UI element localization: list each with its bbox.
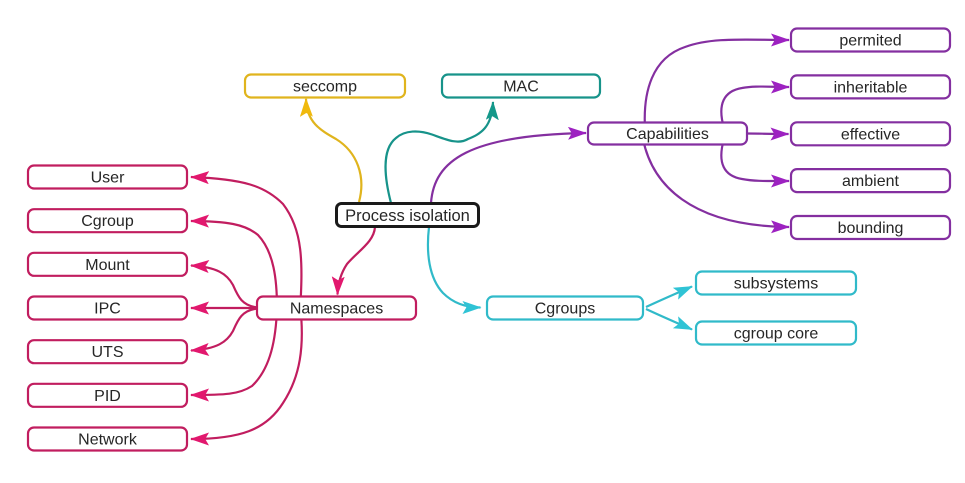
svg-text:Capabilities: Capabilities bbox=[626, 126, 709, 143]
svg-text:cgroup core: cgroup core bbox=[734, 326, 819, 343]
svg-text:Network: Network bbox=[78, 432, 138, 449]
svg-text:Cgroup: Cgroup bbox=[81, 213, 134, 230]
svg-text:ambient: ambient bbox=[842, 173, 899, 190]
svg-text:effective: effective bbox=[841, 126, 900, 143]
svg-text:IPC: IPC bbox=[94, 301, 121, 318]
svg-text:inheritable: inheritable bbox=[834, 79, 908, 96]
svg-text:User: User bbox=[91, 170, 125, 187]
svg-text:bounding: bounding bbox=[838, 220, 904, 237]
svg-text:Cgroups: Cgroups bbox=[535, 301, 595, 318]
svg-text:Mount: Mount bbox=[85, 257, 130, 274]
svg-text:permited: permited bbox=[839, 33, 901, 50]
svg-text:Process isolation: Process isolation bbox=[345, 207, 470, 225]
svg-text:Namespaces: Namespaces bbox=[290, 301, 383, 318]
svg-text:subsystems: subsystems bbox=[734, 276, 818, 293]
svg-text:PID: PID bbox=[94, 388, 121, 405]
svg-text:UTS: UTS bbox=[92, 344, 124, 361]
svg-text:MAC: MAC bbox=[503, 79, 539, 96]
svg-text:seccomp: seccomp bbox=[293, 79, 357, 96]
